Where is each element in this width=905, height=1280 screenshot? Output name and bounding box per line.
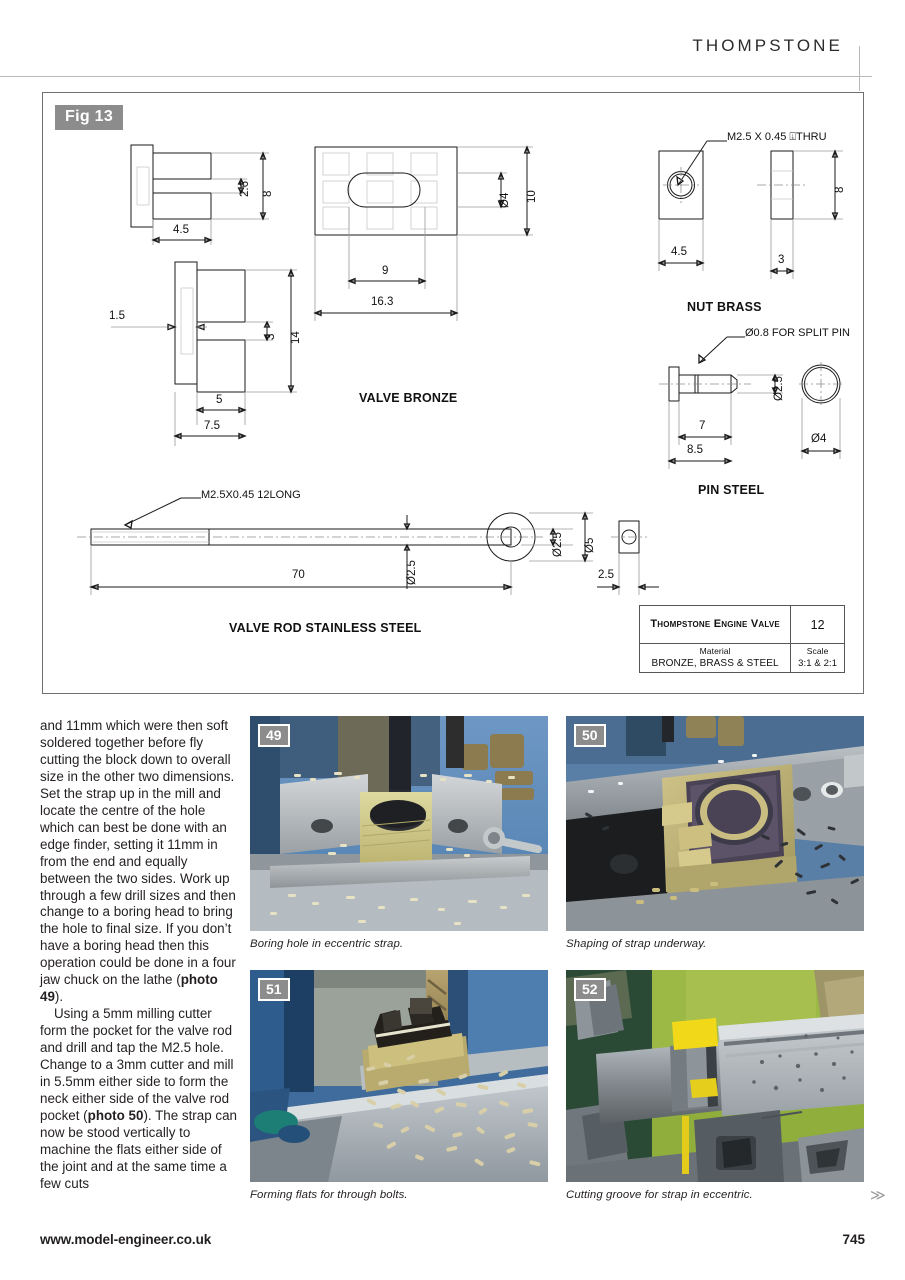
dim-4-5-valve: 4.5 — [173, 224, 189, 236]
photo-52-image — [566, 970, 864, 1182]
dim-7-pin: 7 — [699, 420, 706, 432]
website-url[interactable]: www.model-engineer.co.uk — [40, 1232, 212, 1247]
drawing-name: Thompstone Engine Valve — [650, 618, 780, 631]
pin-steel-drawing: Ø0.8 FOR SPLIT PIN Ø2.5 7 8.5 Ø4 — [633, 323, 873, 513]
dim-2-5-rod: 2.5 — [598, 569, 614, 581]
valve-rod-drawing: M2.5X0.45 12LONG Ø2.5 Ø2.5 Ø5 70 2.5 — [73, 485, 659, 605]
photo-badge-52: 52 — [574, 978, 606, 1002]
figure-badge: Fig 13 — [55, 105, 124, 130]
dim-dia-4-pin: Ø4 — [811, 433, 827, 445]
photo-badge-49: 49 — [258, 724, 290, 748]
dim-10: 10 — [526, 190, 538, 203]
photo-cell-49: 49 — [250, 716, 548, 950]
note-pin-hole: Ø0.8 FOR SPLIT PIN — [745, 327, 850, 339]
technical-drawing-frame: Fig 13 — [42, 92, 864, 694]
dim-dia-2-5-eye: Ø2.5 — [552, 532, 564, 557]
continued-marker-icon: ≫ — [870, 1187, 886, 1204]
photo-caption-50: Shaping of strap underway. — [566, 938, 707, 950]
dim-dia-2-5-pin: Ø2.5 — [773, 376, 785, 401]
title-block-material-cell: Material BRONZE, BRASS & STEEL — [640, 644, 792, 673]
photo-52: 52 — [566, 970, 864, 1182]
paragraph-1-end: ). — [54, 989, 64, 1005]
dim-16-3: 16.3 — [371, 296, 394, 308]
page-header: THOMPSTONE — [0, 0, 905, 92]
part-label-nut-brass: NUT BRASS — [687, 300, 762, 314]
drawing-title-block: Thompstone Engine Valve 12 Material BRON… — [639, 605, 845, 673]
title-block-name-cell: Thompstone Engine Valve — [640, 606, 792, 643]
dim-dia-4-valve: Ø4 — [499, 192, 511, 208]
photo-badge-50: 50 — [574, 724, 606, 748]
paragraph-2-text-b: ). The strap can now be stood vertically… — [40, 1107, 237, 1191]
paragraph-1-text: and 11mm which were then soft soldered t… — [40, 718, 236, 988]
dim-dia-2-5-rod: Ø2.5 — [406, 560, 418, 585]
dim-3-nut: 3 — [778, 254, 785, 266]
publication-brand: THOMPSTONE — [692, 36, 843, 55]
photo-ref-50: photo 50 — [87, 1107, 144, 1123]
title-block-scale-cell: Scale 3:1 & 2:1 — [791, 644, 844, 673]
photo-ref-49: photo 49 — [40, 972, 218, 1005]
photo-50-image — [566, 716, 864, 931]
dim-2-6: 2.6 — [239, 181, 251, 197]
part-label-pin-steel: PIN STEEL — [698, 483, 765, 497]
photo-51-image — [250, 970, 548, 1182]
valve-front-elevation-upper: 2.6 8 4.5 — [129, 141, 309, 256]
material-label: Material — [699, 646, 731, 657]
photo-49-image — [250, 716, 548, 931]
photo-51: 51 — [250, 970, 548, 1182]
dim-dia-5-eye: Ø5 — [584, 537, 596, 553]
title-block-number-cell: 12 — [791, 606, 844, 643]
valve-front-elevation-lower: 1.5 3 14 5 7.5 — [109, 258, 311, 446]
dim-8-5-pin: 8.5 — [687, 444, 703, 456]
material-value: BRONZE, BRASS & STEEL — [651, 658, 779, 670]
dim-14: 14 — [290, 331, 302, 344]
dim-8-valve: 8 — [262, 190, 274, 197]
photo-50: 50 — [566, 716, 864, 931]
page-number: 745 — [842, 1232, 865, 1247]
scale-value: 3:1 & 2:1 — [798, 657, 838, 669]
article-body: and 11mm which were then soft soldered t… — [40, 718, 238, 1208]
paragraph-2: Using a 5mm milling cutter form the pock… — [40, 1006, 238, 1192]
photo-49: 49 — [250, 716, 548, 931]
photo-cell-52: 52 — [566, 970, 864, 1201]
photo-caption-52: Cutting groove for strap in eccentric. — [566, 1189, 753, 1201]
dim-8-nut: 8 — [834, 186, 846, 193]
photo-caption-51: Forming flats for through bolts. — [250, 1189, 408, 1201]
dim-7-5: 7.5 — [204, 420, 220, 432]
note-rod-thread: M2.5X0.45 12LONG — [201, 489, 301, 501]
photo-caption-49: Boring hole in eccentric strap. — [250, 938, 404, 950]
photo-cell-51: 51 — [250, 970, 548, 1201]
paragraph-1: and 11mm which were then soft soldered t… — [40, 718, 238, 1006]
dim-70: 70 — [292, 569, 305, 581]
valve-plan-view: Ø4 10 9 16.3 — [311, 143, 561, 353]
dim-5: 5 — [216, 394, 223, 406]
drawing-number: 12 — [810, 617, 825, 632]
nut-brass-drawing: M2.5 X 0.45 ⍗THRU 4.5 8 3 — [639, 123, 869, 313]
page-footer: www.model-engineer.co.uk 745 — [0, 1232, 905, 1272]
photo-badge-51: 51 — [258, 978, 290, 1002]
header-rule-horizontal — [0, 76, 872, 77]
dim-3-valve: 3 — [265, 333, 277, 340]
dim-9: 9 — [382, 265, 389, 277]
part-label-valve-rod: VALVE ROD STAINLESS STEEL — [229, 621, 422, 635]
paragraph-2-text-a: Using a 5mm milling cutter form the pock… — [40, 1006, 234, 1123]
note-nut-thread: M2.5 X 0.45 ⍗THRU — [727, 131, 827, 143]
dim-1-5: 1.5 — [109, 310, 125, 322]
scale-label: Scale — [806, 646, 829, 657]
photo-cell-50: 50 — [566, 716, 864, 950]
header-rule-vertical — [859, 46, 860, 91]
dim-4-5-nut: 4.5 — [671, 246, 687, 258]
part-label-valve-bronze: VALVE BRONZE — [359, 391, 458, 405]
